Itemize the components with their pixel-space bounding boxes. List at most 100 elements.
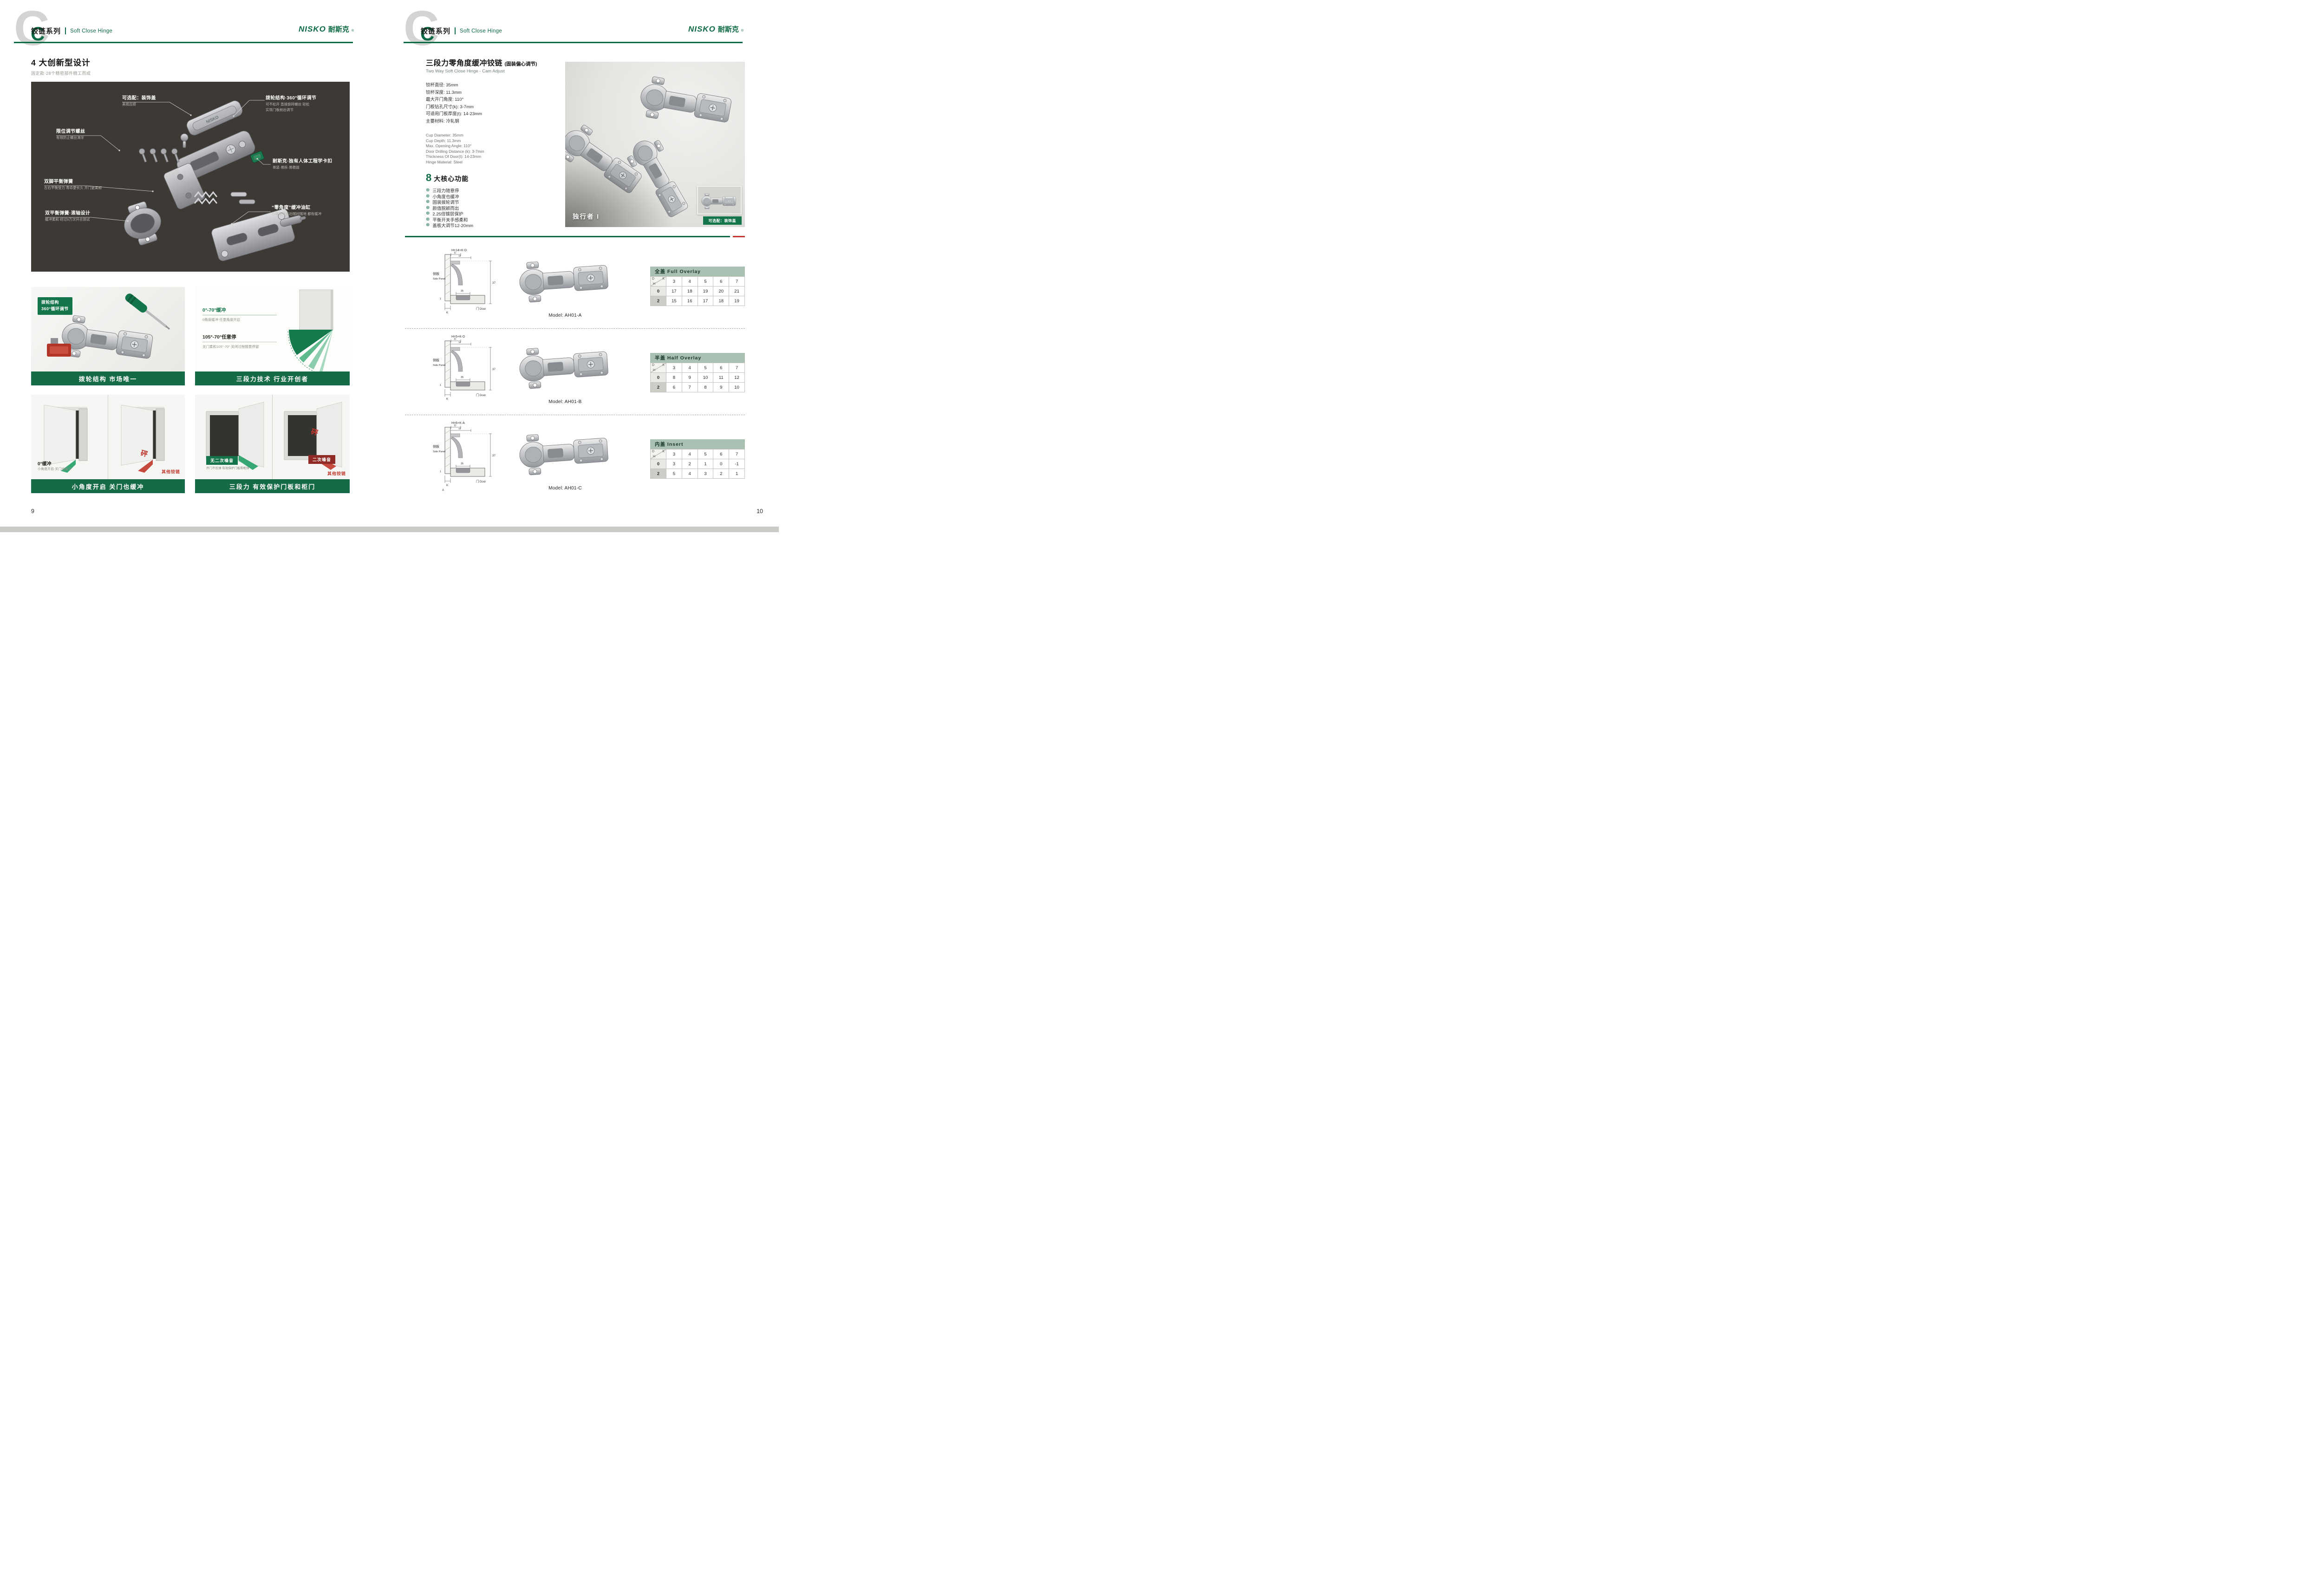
model-number: Model: AH01-A [548, 313, 582, 318]
spec-line: 可适用门板厚度(t): 14-23mm [426, 111, 482, 117]
svg-text:37: 37 [492, 281, 496, 285]
feature-item: ⊕盖板大调节12-20mm [426, 222, 473, 229]
spec-line: Hinge Material: Steel [426, 159, 463, 164]
page-number-right: 10 [757, 508, 763, 515]
row-label: 0 [651, 287, 666, 296]
optional-cover-badge: 可选配：装饰盖 [703, 216, 742, 225]
svg-text:K: K [446, 397, 449, 401]
svg-text:1: 1 [440, 470, 441, 473]
row-label: 2 [651, 383, 666, 392]
svg-text:D: D [454, 338, 456, 341]
svg-text:37: 37 [492, 368, 496, 371]
svg-text:35: 35 [461, 463, 463, 465]
callout-title: “零角度”缓冲油缸 [272, 205, 311, 210]
panel-caption: 三段力 有效保护门板和柜门 [195, 479, 350, 493]
callout-limit-screw: 限位调节螺丝 有效防止螺丝滑牙 [56, 127, 85, 141]
product-title-main: 三段力零角度缓冲铰链 [426, 59, 503, 67]
product-name: 独行者 I [573, 213, 600, 220]
table-cell: 7 [729, 277, 745, 287]
noise-tag: 二次噪音 [308, 455, 336, 464]
table-cell: 11 [713, 373, 730, 383]
corner-h: H [653, 282, 656, 286]
callout-clip: 耐斯克·独有人体工程学卡扣 易装·易拆·易稳固 [273, 157, 333, 170]
table-cell: 9 [713, 383, 730, 392]
circle-plus-icon: ⊕ [426, 199, 430, 205]
callout-damper: “零角度”缓冲油缸 小角度开启后随时随地 都有缓冲 [272, 203, 321, 217]
brand-cn: 耐斯克 [717, 26, 739, 33]
buffer-zone-sub: 0角度缓冲 任意角度开启 [202, 318, 241, 322]
callout-dial: 拨轮结构·360°循环调节 可不松开 直接旋转螺丝 轻松 实现门板前后调节 [266, 94, 316, 112]
brand-latin: NISKO [298, 25, 326, 33]
panel-caption: 三段力技术 行业开创者 [195, 371, 350, 385]
feature-item: ⊕2.25倍镀层保护 [426, 211, 473, 217]
screwdriver-art [125, 293, 170, 330]
series-header: 铰链系列 Soft Close Hinge [421, 26, 502, 36]
svg-text:Side Panel: Side Panel [433, 364, 445, 367]
brand-latin: NISKO [688, 25, 716, 33]
panel-small-angle: 0°缓冲 小角度开启·关门也缓冲 砰 其他铰链 小角度开启 关门也缓冲 [31, 395, 185, 493]
header-rule [14, 42, 353, 43]
page-right: C C 铰链系列 Soft Close Hinge NISKO 耐斯克 ® 三段… [390, 0, 779, 532]
row-label: 2 [651, 296, 666, 306]
svg-text:Side Panel: Side Panel [433, 278, 445, 280]
feature-text: 颜值脱颖而出 [432, 206, 459, 211]
hinge-photo [517, 256, 609, 303]
callout-title: 限位调节螺丝 [56, 129, 85, 134]
table-cell: 15 [666, 296, 682, 306]
registered-mark: ® [741, 29, 744, 33]
table-cell: 16 [682, 296, 698, 306]
model-rows: H=14+K-D D H 侧板 Side Panel 35 37 K 1 门 D… [405, 242, 745, 502]
table-cell: 3 [666, 449, 682, 459]
svg-text:门 Door: 门 Door [476, 307, 486, 311]
registered-mark: ® [351, 29, 354, 33]
panel-caption: 小角度开启 关门也缓冲 [31, 479, 185, 493]
circle-plus-icon: ⊕ [426, 188, 430, 193]
feature-text: 2.25倍镀层保护 [432, 212, 463, 217]
dial-tag-line2: 360°循环调节 [41, 306, 69, 311]
svg-text:侧板: 侧板 [433, 358, 439, 362]
circle-plus-icon: ⊕ [426, 205, 430, 210]
feature-text: 平衡开关手感柔和 [432, 217, 468, 223]
series-title-cn: 铰链系列 [421, 27, 451, 35]
installation-diagram: H=5+K-D D H 侧板 Side Panel 35 37 K 1 门 Do… [433, 335, 496, 401]
circle-plus-icon: ⊕ [426, 222, 430, 228]
table-cell: 4 [682, 469, 698, 479]
table-cell: 5 [698, 363, 714, 373]
product-title-en: Two Way Soft Close Hinge - Cam Adjust [426, 69, 505, 74]
product-title-note: (固装偏心调节) [504, 61, 537, 67]
corner-k: K [662, 277, 665, 280]
callout-sub: 左右平衡受力 寿命更长久 开门更柔顺 [44, 186, 102, 190]
table-cell: 1 [729, 469, 745, 479]
table-cell: 7 [729, 449, 745, 459]
table-cell: 21 [729, 287, 745, 296]
feature-item: ⊕固装拨轮调节 [426, 199, 473, 206]
zero-buffer-sub: 小角度开启·关门也缓冲 [38, 468, 72, 471]
feature-item: ⊕三段力随意停 [426, 188, 473, 194]
circle-plus-icon: ⊕ [426, 216, 430, 222]
spec-line: 门板钻孔尺寸(k): 3-7mm [426, 104, 474, 110]
table-cell: 6 [713, 277, 730, 287]
callout-title: 可选配：装饰盖 [122, 96, 156, 101]
feature-item: ⊕颜值脱颖而出 [426, 205, 473, 211]
callout-title: 耐斯克·独有人体工程学卡扣 [273, 159, 333, 164]
circle-plus-icon: ⊕ [426, 211, 430, 216]
table-cell: 9 [682, 373, 698, 383]
divider-red [733, 236, 745, 237]
table-cell: 10 [729, 383, 745, 392]
spec-line: Cup Diameter: 35mm [426, 133, 463, 137]
spec-line: 铰杯深度: 11.3mm [426, 90, 462, 95]
svg-text:H: H [459, 341, 461, 344]
table-title: 内盖 Insert [650, 439, 745, 449]
callout-roller: 双平衡弹簧·滚轴设计 缓冲柔和 经过6万次开合测试 [45, 209, 90, 222]
spec-line: 最大开门角度: 110° [426, 97, 464, 102]
series-title-en: Soft Close Hinge [460, 28, 502, 34]
dial-tag: 拨轮结构 360°循环调节 [38, 297, 72, 315]
svg-text:Side Panel: Side Panel [433, 450, 445, 453]
table-cell: 20 [713, 287, 730, 296]
